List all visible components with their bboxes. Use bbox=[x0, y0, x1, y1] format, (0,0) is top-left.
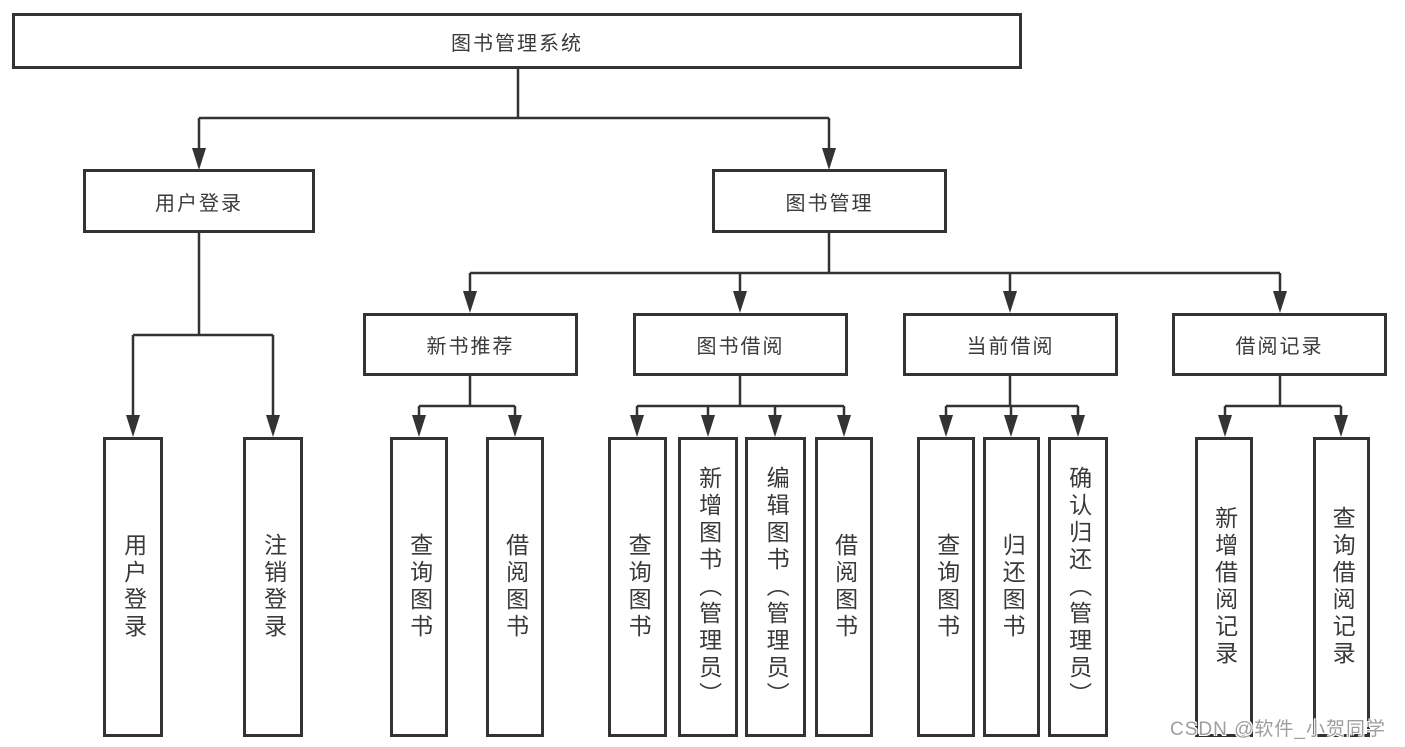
leaf-records-query-record: 查询借阅记录 bbox=[1313, 437, 1370, 737]
node-label: 图书借阅 bbox=[696, 336, 785, 358]
node-label: 注销登录 bbox=[260, 533, 287, 641]
node-label: 查询借阅记录 bbox=[1329, 506, 1356, 668]
arrow-down-icon bbox=[1334, 415, 1348, 437]
node-label: 新增借阅记录 bbox=[1211, 506, 1238, 668]
leaf-current-return-books: 归还图书 bbox=[983, 437, 1040, 737]
arrow-down-icon bbox=[1273, 291, 1287, 313]
node-label: 查询图书 bbox=[933, 533, 960, 641]
arrow-down-icon bbox=[822, 148, 836, 170]
watermark: CSDN @软件_小贺同学 bbox=[1170, 719, 1386, 740]
connector-userlogin-to-leaves bbox=[131, 233, 275, 417]
connector-bookmgmt-to-level3 bbox=[468, 233, 1282, 293]
node-label: 新增图书（管理员） bbox=[695, 465, 722, 709]
arrow-down-icon bbox=[1071, 415, 1085, 437]
arrow-down-icon bbox=[412, 415, 426, 437]
node-label: 用户登录 bbox=[120, 533, 147, 641]
leaf-current-query-books: 查询图书 bbox=[917, 437, 975, 737]
arrow-down-icon bbox=[1003, 291, 1017, 313]
leaf-user-login: 用户登录 bbox=[103, 437, 163, 737]
node-book-borrow: 图书借阅 bbox=[633, 313, 848, 376]
leaf-current-confirm-return-admin: 确认归还（管理员） bbox=[1048, 437, 1108, 737]
leaf-borrow-edit-books-admin: 编辑图书（管理员） bbox=[745, 437, 806, 737]
arrow-down-icon bbox=[1004, 415, 1018, 437]
node-label: 借阅图书 bbox=[502, 533, 529, 641]
connector-root-to-level2 bbox=[197, 69, 831, 150]
leaf-recommend-query-books: 查询图书 bbox=[390, 437, 448, 737]
leaf-borrow-borrow-books: 借阅图书 bbox=[815, 437, 873, 737]
node-label: 图书管理系统 bbox=[451, 32, 583, 55]
node-label: 归还图书 bbox=[999, 533, 1026, 641]
arrow-down-icon bbox=[508, 415, 522, 437]
node-label: 用户登录 bbox=[155, 192, 243, 215]
leaf-records-add-record: 新增借阅记录 bbox=[1195, 437, 1253, 737]
node-label: 确认归还（管理员） bbox=[1065, 465, 1092, 709]
node-book-management: 图书管理 bbox=[712, 169, 947, 233]
arrow-down-icon bbox=[463, 291, 477, 313]
arrow-down-icon bbox=[939, 415, 953, 437]
node-label: 新书推荐 bbox=[426, 336, 515, 358]
leaf-borrow-add-books-admin: 新增图书（管理员） bbox=[678, 437, 738, 737]
connector-borrow-to-leaves bbox=[635, 376, 846, 417]
node-label: 查询图书 bbox=[625, 533, 652, 641]
connector-recommend-to-leaves bbox=[417, 376, 517, 417]
node-label: 编辑图书（管理员） bbox=[763, 465, 790, 709]
arrow-down-icon bbox=[266, 415, 280, 437]
node-library-system: 图书管理系统 bbox=[12, 13, 1022, 69]
arrow-down-icon bbox=[192, 148, 206, 170]
leaf-logout: 注销登录 bbox=[243, 437, 303, 737]
connector-records-to-leaves bbox=[1223, 376, 1343, 417]
node-user-login: 用户登录 bbox=[83, 169, 315, 233]
arrow-down-icon bbox=[768, 415, 782, 437]
arrow-down-icon bbox=[1218, 415, 1232, 437]
arrow-down-icon bbox=[733, 291, 747, 313]
node-label: 借阅图书 bbox=[831, 533, 858, 641]
arrow-down-icon bbox=[630, 415, 644, 437]
node-label: 借阅记录 bbox=[1235, 336, 1324, 358]
node-label: 查询图书 bbox=[406, 533, 433, 641]
node-new-book-recommend: 新书推荐 bbox=[363, 313, 578, 376]
arrow-down-icon bbox=[126, 415, 140, 437]
leaf-recommend-borrow-books: 借阅图书 bbox=[486, 437, 544, 737]
node-current-borrow: 当前借阅 bbox=[903, 313, 1118, 376]
arrow-down-icon bbox=[701, 415, 715, 437]
connector-current-to-leaves bbox=[944, 376, 1080, 417]
node-label: 当前借阅 bbox=[966, 336, 1055, 358]
node-borrow-records: 借阅记录 bbox=[1172, 313, 1387, 376]
arrow-down-icon bbox=[837, 415, 851, 437]
leaf-borrow-query-books: 查询图书 bbox=[608, 437, 667, 737]
node-label: 图书管理 bbox=[785, 192, 874, 215]
